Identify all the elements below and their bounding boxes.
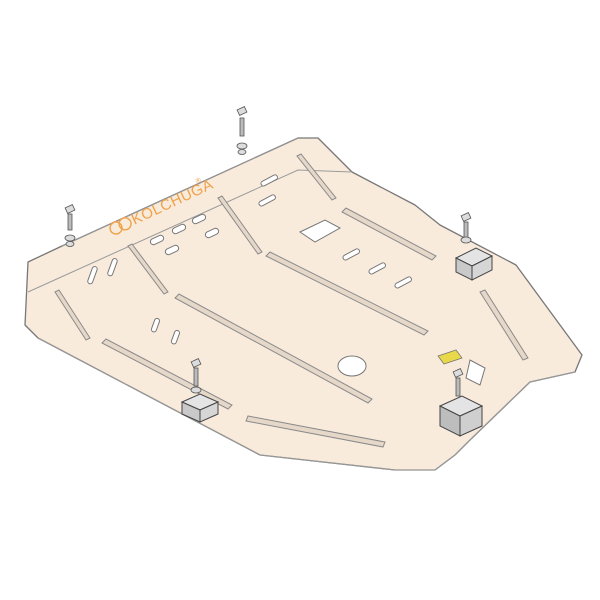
mounting-bracket [438,395,484,437]
mounting-bolt [64,204,76,247]
skid-plate-body [24,137,583,471]
bracket-accent-part [437,349,463,365]
plate-edge [37,337,576,471]
vent-slots [87,174,486,386]
plate-fold-line-2 [61,137,299,247]
plate-fold-line [27,169,353,293]
mounting-bracket [454,247,494,281]
stiffening-ribs [54,153,529,448]
mounting-bracket [180,393,220,423]
mounting-bolt [190,358,202,394]
mounting-bolt [236,106,248,155]
mounting-bolt [460,212,472,244]
logo-registered-mark: ® [194,176,203,186]
mounting-bolt [452,368,464,397]
